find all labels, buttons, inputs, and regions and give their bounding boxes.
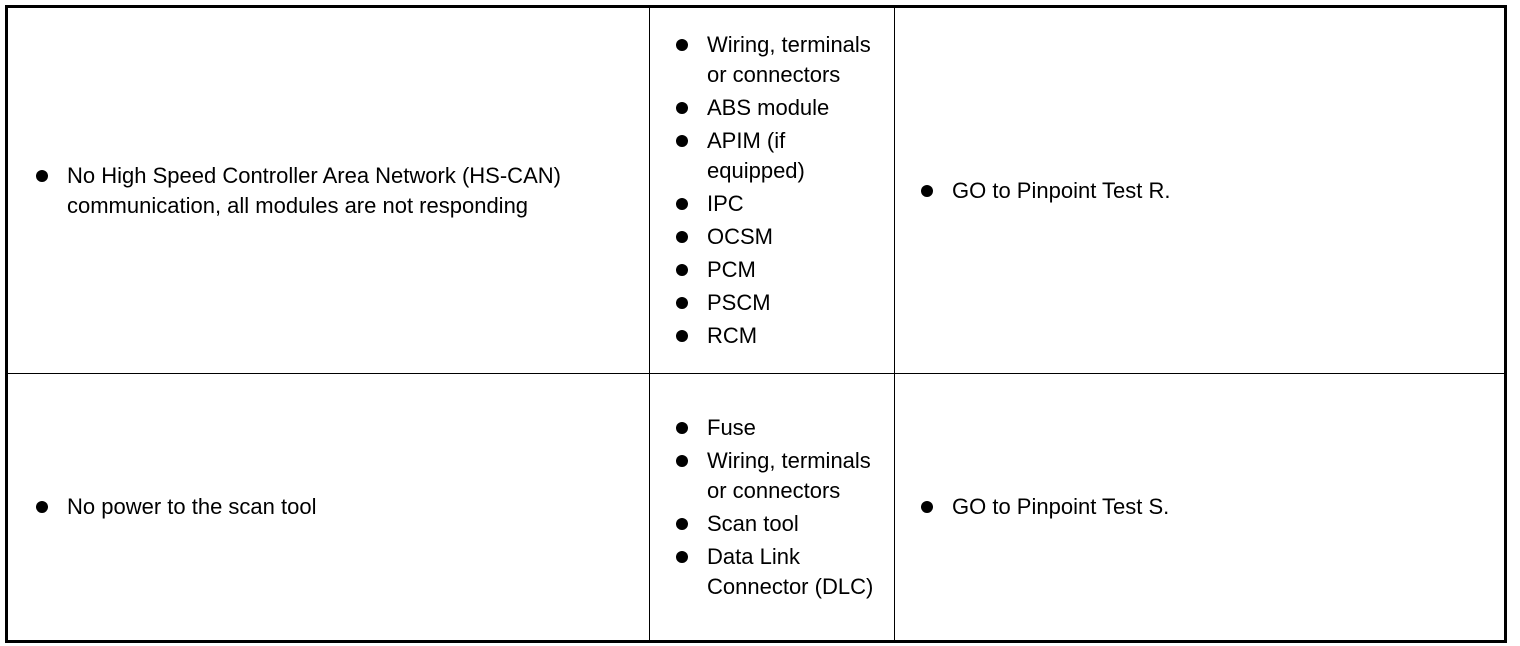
condition-cell: No High Speed Controller Area Network (H…: [6, 6, 650, 374]
possible-source-item: Fuse: [676, 413, 886, 443]
diagnostic-table: No High Speed Controller Area Network (H…: [5, 5, 1507, 643]
possible-source-item: Scan tool: [676, 509, 886, 539]
condition-list: No power to the scan tool: [8, 492, 649, 522]
action-cell: GO to Pinpoint Test R.: [894, 6, 1506, 374]
possible-source-item: Wiring, terminals or connectors: [676, 30, 886, 90]
action-cell: GO to Pinpoint Test S.: [894, 373, 1506, 642]
action-list: GO to Pinpoint Test R.: [895, 176, 1504, 206]
possible-sources-cell: Wiring, terminals or connectors ABS modu…: [649, 6, 895, 374]
condition-cell: No power to the scan tool: [6, 373, 650, 642]
possible-source-item: IPC: [676, 189, 886, 219]
condition-text: No power to the scan tool: [36, 492, 639, 522]
possible-source-item: Data Link Connector (DLC): [676, 542, 886, 602]
possible-source-item: PSCM: [676, 288, 886, 318]
action-text: GO to Pinpoint Test S.: [921, 492, 1504, 522]
possible-source-item: PCM: [676, 255, 886, 285]
condition-list: No High Speed Controller Area Network (H…: [8, 161, 649, 221]
possible-source-item: APIM (if equipped): [676, 126, 886, 186]
possible-sources-cell: Fuse Wiring, terminals or connectors Sca…: [649, 373, 895, 642]
possible-sources-list: Fuse Wiring, terminals or connectors Sca…: [650, 413, 894, 602]
table-row: No High Speed Controller Area Network (H…: [6, 6, 1506, 374]
table-row: No power to the scan tool Fuse Wiring, t…: [6, 373, 1506, 642]
possible-sources-list: Wiring, terminals or connectors ABS modu…: [650, 30, 894, 351]
action-list: GO to Pinpoint Test S.: [895, 492, 1504, 522]
possible-source-item: OCSM: [676, 222, 886, 252]
possible-source-item: ABS module: [676, 93, 886, 123]
possible-source-item: Wiring, terminals or connectors: [676, 446, 886, 506]
condition-text: No High Speed Controller Area Network (H…: [36, 161, 639, 221]
possible-source-item: RCM: [676, 321, 886, 351]
action-text: GO to Pinpoint Test R.: [921, 176, 1504, 206]
